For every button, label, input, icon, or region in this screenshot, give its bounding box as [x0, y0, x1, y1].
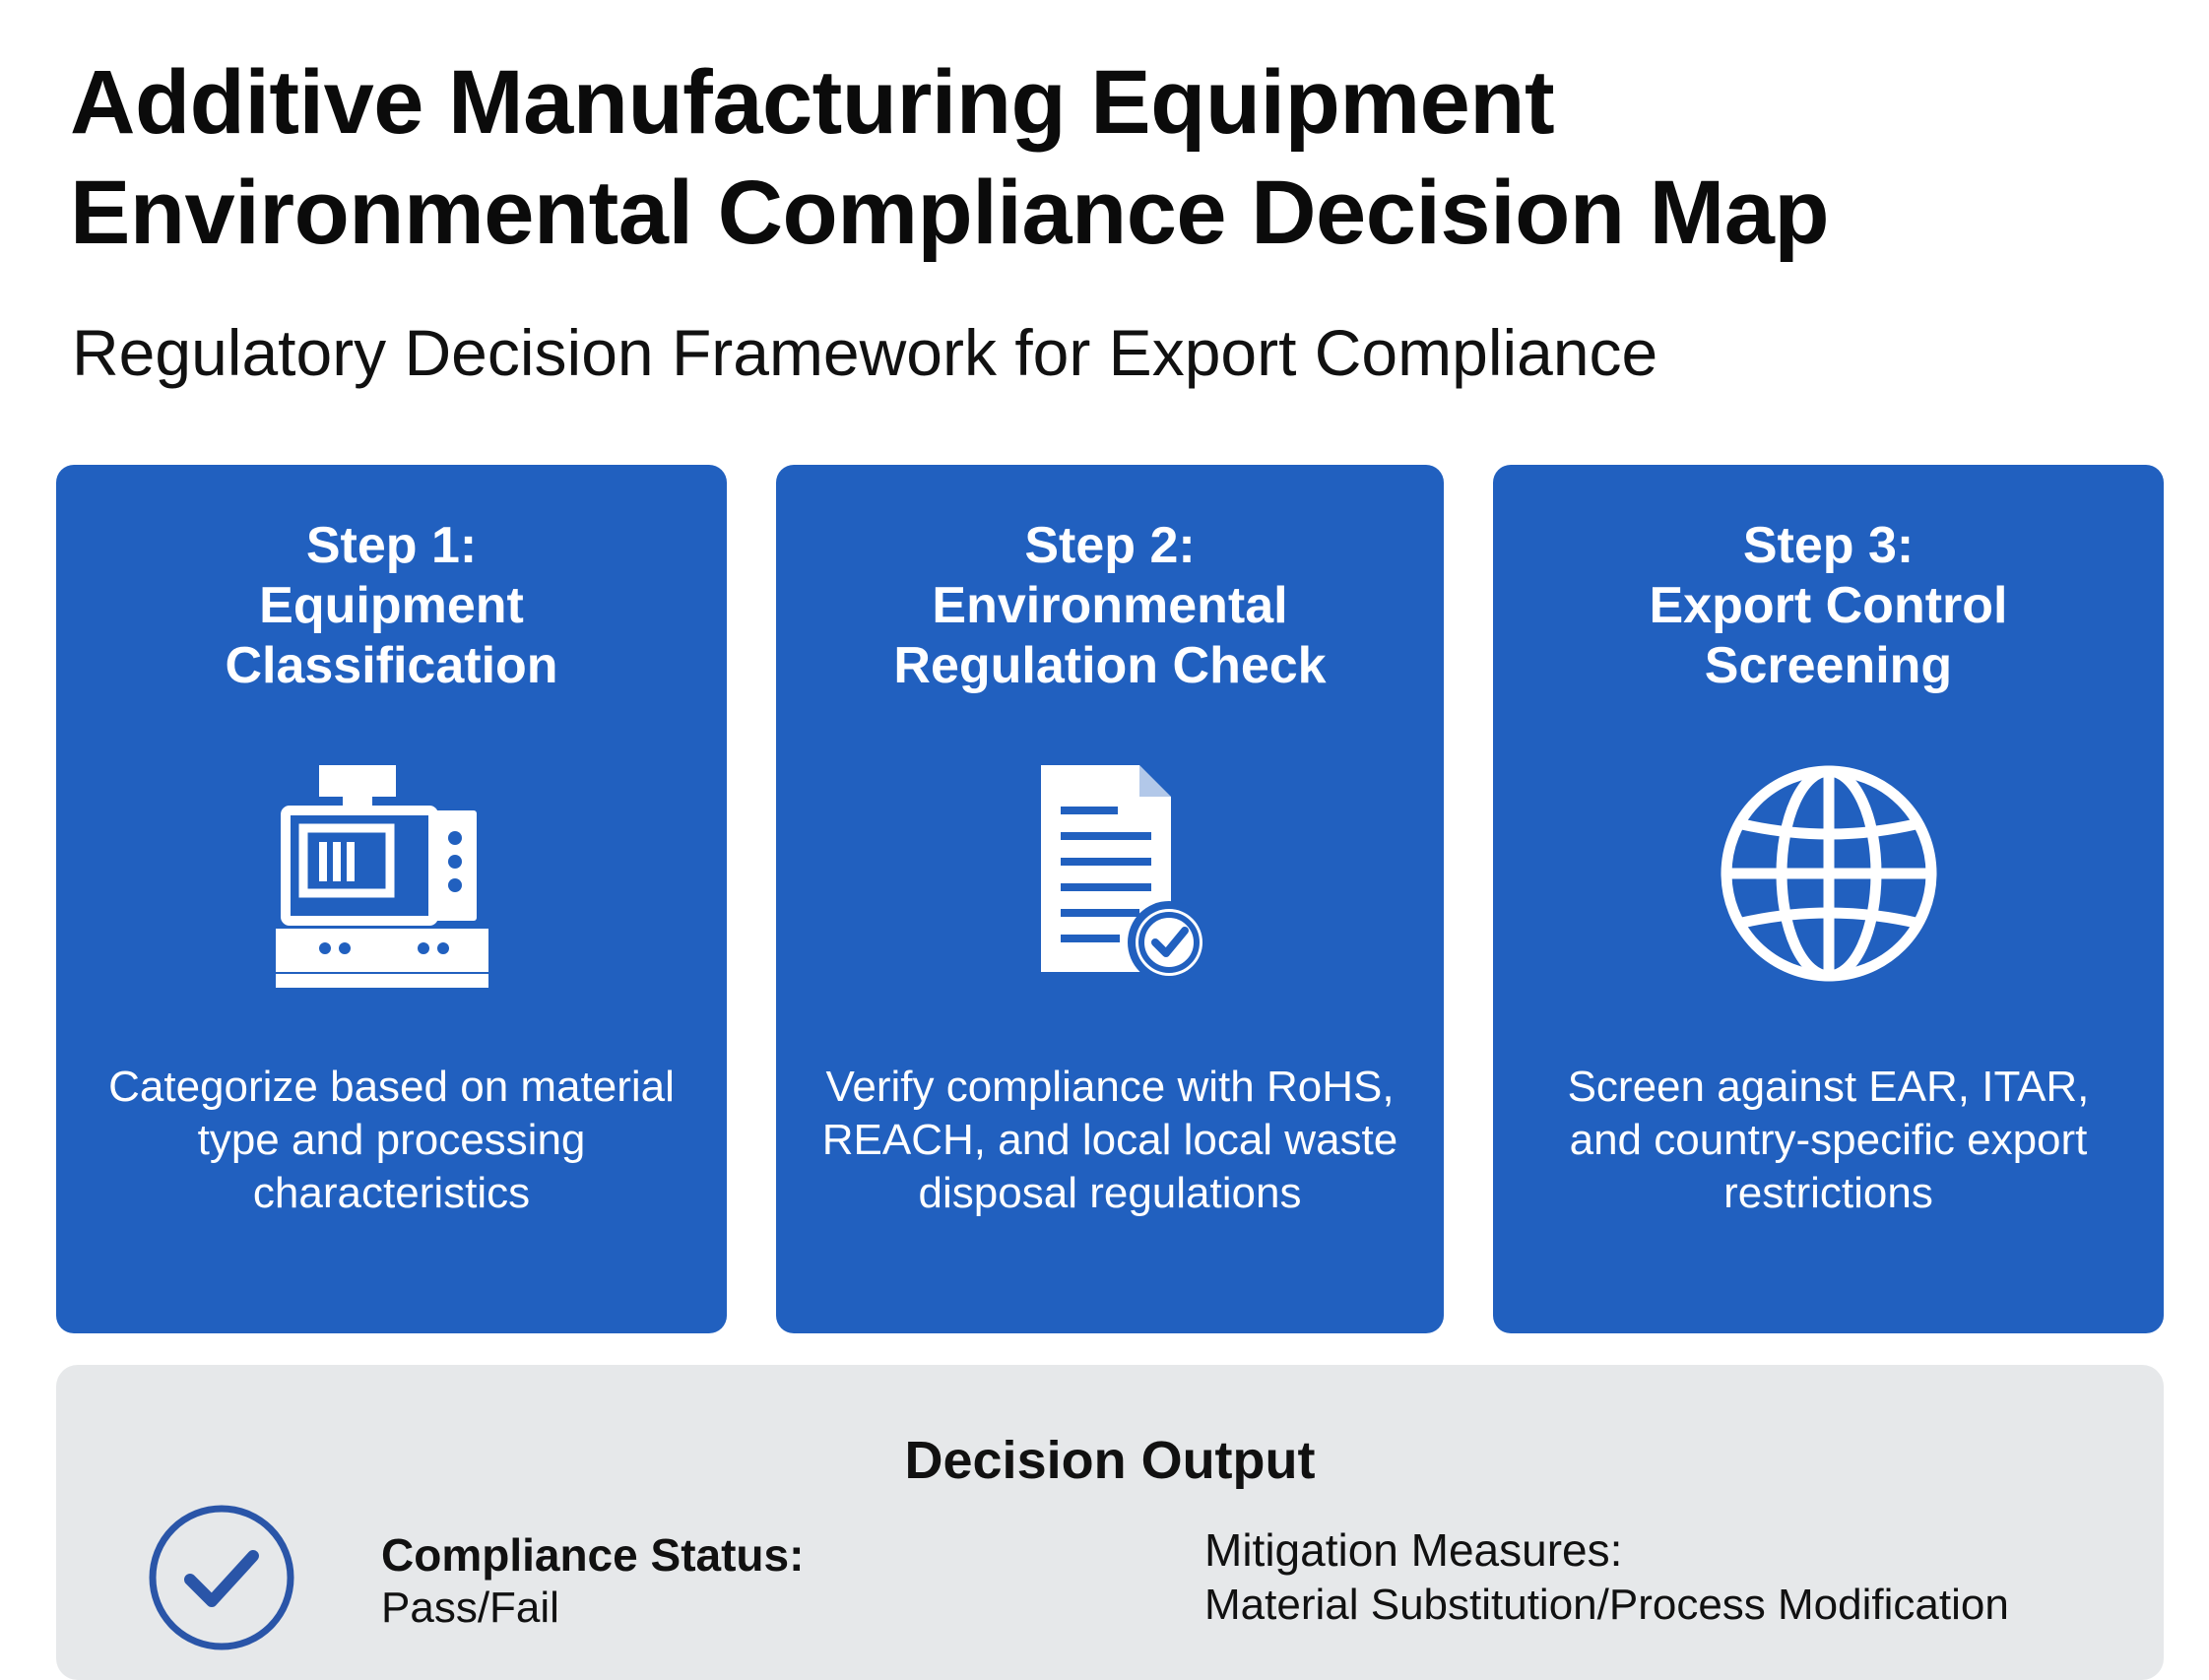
step-3-title-line: Screening — [1704, 637, 1953, 694]
3d-printer-icon — [275, 765, 488, 988]
page-title: Additive Manufacturing Equipment Environ… — [70, 47, 2138, 268]
step-3-title-line: Export Control — [1649, 577, 2008, 634]
step-3-card: Step 3: Export Control Screening Screen … — [1493, 465, 2164, 1333]
step-3-title-line: Step 3: — [1742, 517, 1915, 574]
step-2-title-line: Environmental — [932, 577, 1288, 634]
step-1-title: Step 1: Equipment Classification — [56, 516, 727, 696]
check-circle-icon — [149, 1505, 294, 1650]
step-2-card: Step 2: Environmental Regulation Check V… — [776, 465, 1444, 1333]
compliance-status-label: Compliance Status: — [381, 1529, 805, 1581]
step-2-title-line: Step 2: — [1024, 517, 1196, 574]
step-1-title-line: Classification — [225, 637, 558, 694]
step-3-description: Screen against EAR, ITAR, and country-sp… — [1567, 1063, 2090, 1217]
page-subtitle: Regulatory Decision Framework for Export… — [72, 316, 1658, 389]
step-1-card: Step 1: Equipment Classification Categor… — [56, 465, 727, 1333]
globe-icon — [1721, 765, 1936, 982]
page-title-line-1: Additive Manufacturing Equipment — [70, 52, 1555, 153]
document-check-icon — [1041, 765, 1210, 984]
mitigation-measures-label: Mitigation Measures: — [1204, 1524, 1623, 1576]
step-2-title-line: Regulation Check — [893, 637, 1327, 694]
compliance-status-value: Pass/Fail — [381, 1583, 559, 1632]
step-2-title: Step 2: Environmental Regulation Check — [776, 516, 1444, 696]
step-2-description: Verify compliance with RoHS, REACH, and … — [821, 1063, 1398, 1217]
page-title-line-2: Environmental Compliance Decision Map — [70, 162, 1830, 263]
mitigation-measures-value: Material Substitution/Process Modificati… — [1204, 1581, 2009, 1629]
step-1-title-line: Equipment — [259, 577, 524, 634]
step-1-title-line: Step 1: — [305, 517, 478, 574]
decision-output-title: Decision Output — [904, 1431, 1316, 1490]
step-3-title: Step 3: Export Control Screening — [1493, 516, 2164, 696]
decision-output-panel: Decision Output Compliance Status: Pass/… — [56, 1365, 2164, 1680]
step-1-description: Categorize based on material type and pr… — [108, 1063, 675, 1217]
